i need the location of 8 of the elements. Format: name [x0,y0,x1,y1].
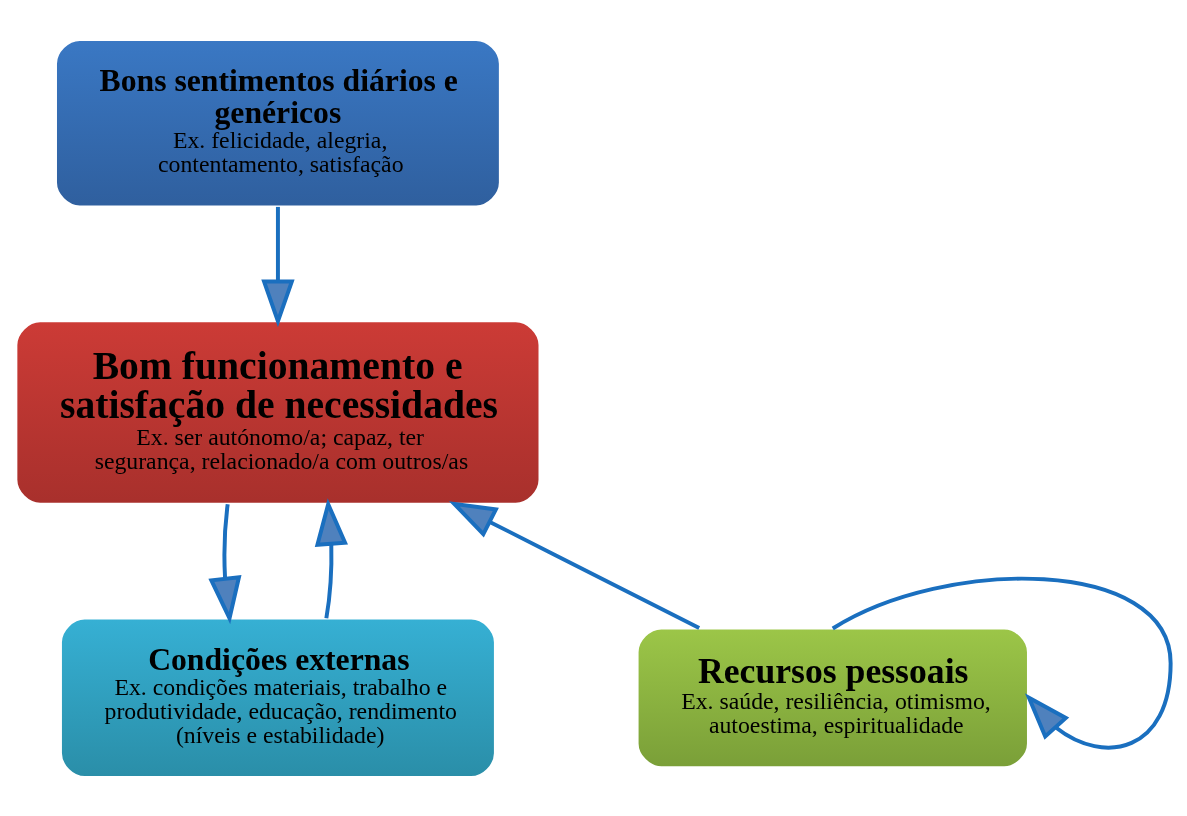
node-box: Bons sentimentos diários e genéricos Ex. felicidade, alegria, contentamento, satisfação [55,38,501,207]
node-box: Recursos pessoais Ex. saúde, resiliência, otimismo, autoestima, espiritualidade [636,626,1029,768]
arrow [261,206,295,327]
node-box: Condições externas Ex. condições materiais, trabalho e produtividade, educação, rendimento (níveis e estabilidade) [59,617,496,778]
arrow [448,500,701,630]
arrow [314,497,348,619]
node-box: Bom funcionamento e satisfação de necessidades Ex. ser autónomo/a; capaz, ter segurança, relacionado/a com outros/as [15,319,541,505]
arrow [208,503,242,624]
